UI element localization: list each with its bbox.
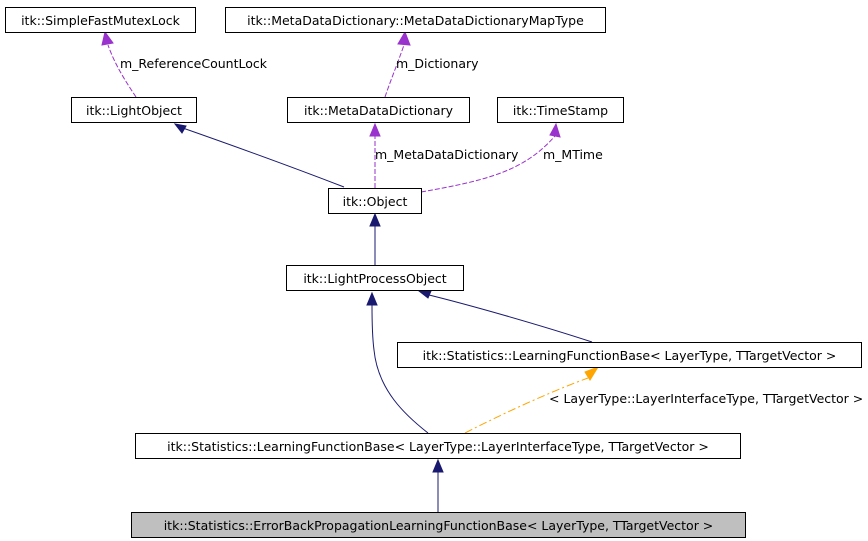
- edge-label-dictionary: m_Dictionary: [396, 56, 479, 71]
- node-light-process-object[interactable]: itk::LightProcessObject: [286, 265, 464, 291]
- edge-label-mtime: m_MTime: [543, 147, 603, 162]
- node-meta-data-dictionary[interactable]: itk::MetaDataDictionary: [287, 97, 470, 123]
- edges: [107, 44, 593, 512]
- arrowhead-object: [369, 212, 381, 227]
- arrowheads: [101, 30, 600, 473]
- edge-interface-to-light-process-object: [371, 304, 429, 434]
- node-object[interactable]: itk::Object: [328, 188, 422, 214]
- arrowhead-light-object: [173, 123, 187, 134]
- node-simple-fast-mutex-lock[interactable]: itk::SimpleFastMutexLock: [5, 7, 196, 33]
- edge-label-meta-data-dictionary: m_MetaDataDictionary: [375, 147, 519, 162]
- edge-interface-instantiates-template: [464, 377, 589, 434]
- edge-learning-function-base-to-light-process-object: [424, 293, 593, 343]
- edge-label-reference-count-lock: m_ReferenceCountLock: [120, 56, 267, 71]
- arrowhead-mutex-lock: [101, 30, 114, 46]
- node-learning-function-base-interface[interactable]: itk::Statistics::LearningFunctionBase< L…: [135, 433, 741, 459]
- arrowhead-meta-data-dictionary: [369, 122, 381, 137]
- node-meta-data-dictionary-map-type[interactable]: itk::MetaDataDictionary::MetaDataDiction…: [225, 7, 606, 33]
- arrowhead-template: [584, 366, 600, 381]
- node-learning-function-base[interactable]: itk::Statistics::LearningFunctionBase< L…: [397, 342, 862, 368]
- arrowhead-light-process-object-b: [417, 290, 432, 299]
- edge-dictionary-uses-map-type: [384, 44, 405, 98]
- arrowhead-map-type: [397, 30, 411, 46]
- edge-label-template-args: < LayerType::LayerInterfaceType, TTarget…: [549, 391, 864, 406]
- arrowhead-light-process-object-a: [366, 291, 378, 306]
- node-time-stamp[interactable]: itk::TimeStamp: [497, 97, 624, 123]
- arrowhead-interface: [432, 458, 444, 473]
- node-light-object[interactable]: itk::LightObject: [71, 97, 197, 123]
- edge-light-object-uses-mutex-lock: [107, 44, 137, 98]
- arrowhead-time-stamp: [549, 122, 561, 138]
- node-error-back-propagation-learning-function-base[interactable]: itk::Statistics::ErrorBackPropagationLea…: [131, 512, 746, 538]
- edge-object-uses-time-stamp: [420, 135, 556, 193]
- edge-object-to-light-object: [179, 126, 345, 188]
